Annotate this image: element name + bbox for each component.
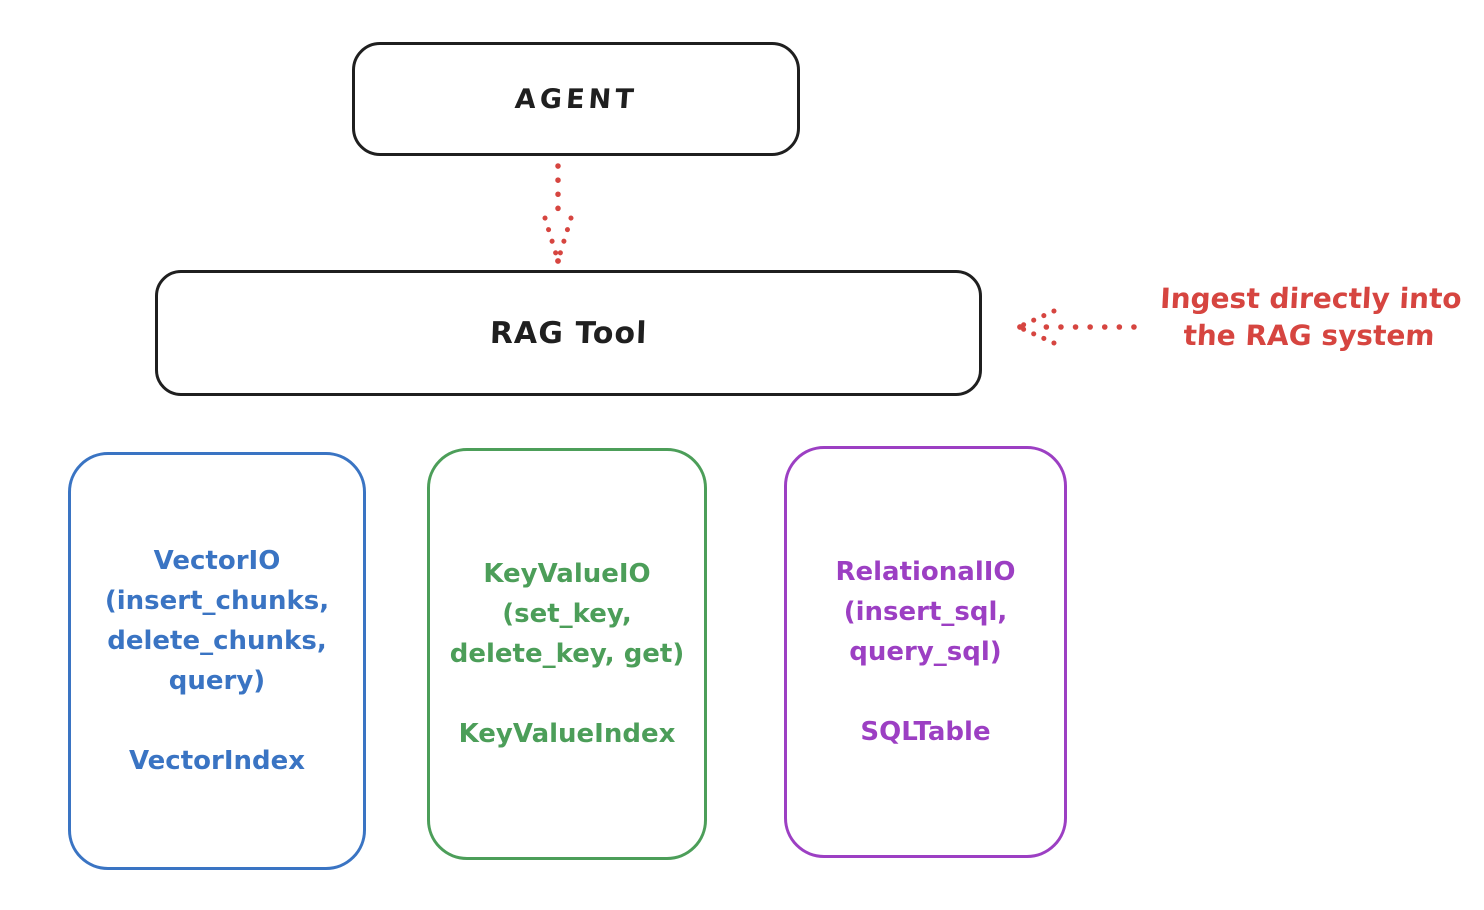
relational-io-title: RelationalIO bbox=[835, 557, 1016, 587]
annotation-line-2: the RAG system bbox=[1182, 319, 1436, 352]
rag-tool-node: RAG Tool bbox=[155, 270, 982, 396]
sql-table-label: SQLTable bbox=[860, 717, 991, 747]
agent-label: AGENT bbox=[513, 83, 639, 115]
vector-io-methods-line: delete_chunks, bbox=[107, 626, 327, 656]
keyvalue-io-title: KeyValueIO bbox=[483, 559, 651, 589]
keyvalue-io-methods-line: delete_key, get) bbox=[449, 639, 685, 669]
keyvalue-io-node: KeyValueIO (set_key, delete_key, get) Ke… bbox=[427, 448, 707, 860]
arrow-down-dotted-icon bbox=[542, 163, 574, 264]
vector-io-title: VectorIO bbox=[153, 546, 281, 576]
agent-node: AGENT bbox=[352, 42, 800, 156]
vector-io-methods-line: (insert_chunks, bbox=[104, 586, 330, 616]
relational-io-methods-line: query_sql) bbox=[849, 637, 1002, 667]
vector-index-label: VectorIndex bbox=[128, 746, 306, 776]
relational-io-methods-line: (insert_sql, bbox=[843, 597, 1008, 627]
vector-io-node: VectorIO (insert_chunks, delete_chunks, … bbox=[68, 452, 366, 870]
annotation-text: Ingest directly into the RAG system bbox=[1136, 280, 1484, 354]
keyvalue-index-label: KeyValueIndex bbox=[458, 719, 676, 749]
rag-tool-label: RAG Tool bbox=[489, 315, 648, 351]
relational-io-node: RelationalIO (insert_sql, query_sql) SQL… bbox=[784, 446, 1067, 858]
annotation-line-1: Ingest directly into bbox=[1159, 282, 1463, 315]
vector-io-methods-line: query) bbox=[168, 666, 266, 696]
arrow-left-dotted-icon bbox=[1017, 308, 1137, 346]
keyvalue-io-methods-line: (set_key, bbox=[502, 599, 632, 629]
